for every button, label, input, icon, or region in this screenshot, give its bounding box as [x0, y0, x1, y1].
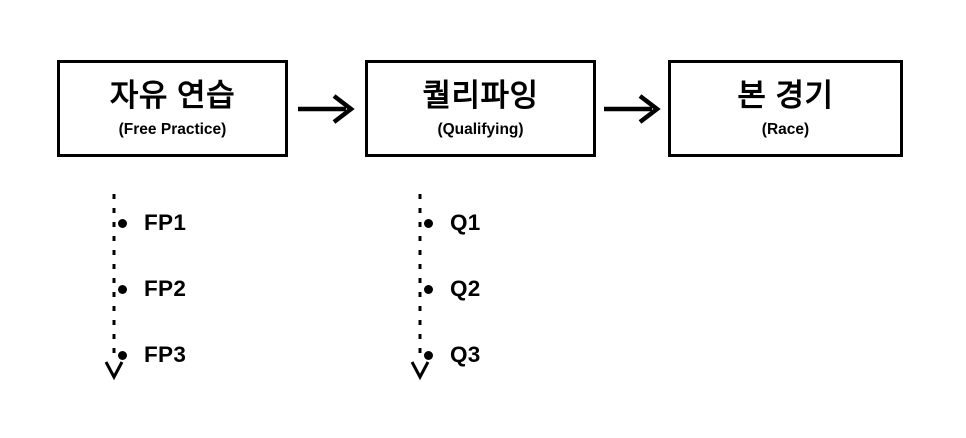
bullet-icon — [118, 350, 127, 360]
stage-box-qualifying: 퀄리파잉 (Qualifying) — [365, 60, 596, 157]
substep-label: Q1 — [450, 210, 481, 235]
substep-list-free-practice: FP1 FP2 FP3 — [118, 190, 186, 388]
stage-subtitle-race: (Race) — [761, 120, 810, 138]
list-item: Q2 — [424, 256, 481, 322]
substep-label: Q3 — [450, 342, 481, 367]
arrow-down-icon-qualifying-track — [408, 190, 432, 382]
stage-subtitle-qualifying: (Qualifying) — [437, 120, 524, 138]
list-item: FP3 — [118, 322, 186, 388]
bullet-icon — [424, 218, 433, 228]
substep-label: Q2 — [450, 276, 481, 301]
stage-title-free-practice: 자유 연습 — [109, 78, 236, 114]
arrow-right-icon-qualifying-to-race — [602, 89, 664, 129]
stage-title-race: 본 경기 — [737, 78, 834, 114]
bullet-icon — [424, 350, 433, 360]
substep-list-qualifying: Q1 Q2 Q3 — [424, 190, 481, 388]
bullet-icon — [118, 284, 127, 294]
bullet-icon — [424, 284, 433, 294]
stage-title-qualifying: 퀄리파잉 — [422, 78, 539, 114]
stage-box-free-practice: 자유 연습 (Free Practice) — [57, 60, 288, 157]
substep-label: FP2 — [144, 276, 187, 301]
stage-subtitle-free-practice: (Free Practice) — [118, 120, 227, 138]
list-item: FP1 — [118, 190, 186, 256]
list-item: FP2 — [118, 256, 186, 322]
substep-label: FP1 — [144, 210, 187, 235]
stage-box-race: 본 경기 (Race) — [668, 60, 903, 157]
bullet-icon — [118, 218, 127, 228]
substep-column-free-practice: FP1 FP2 FP3 — [90, 190, 320, 390]
list-item: Q1 — [424, 190, 481, 256]
substep-column-qualifying: Q1 Q2 Q3 — [396, 190, 626, 390]
substep-label: FP3 — [144, 342, 187, 367]
list-item: Q3 — [424, 322, 481, 388]
arrow-right-icon-free-practice-to-qualifying — [296, 89, 358, 129]
arrow-down-icon-free-practice-track — [102, 190, 126, 382]
